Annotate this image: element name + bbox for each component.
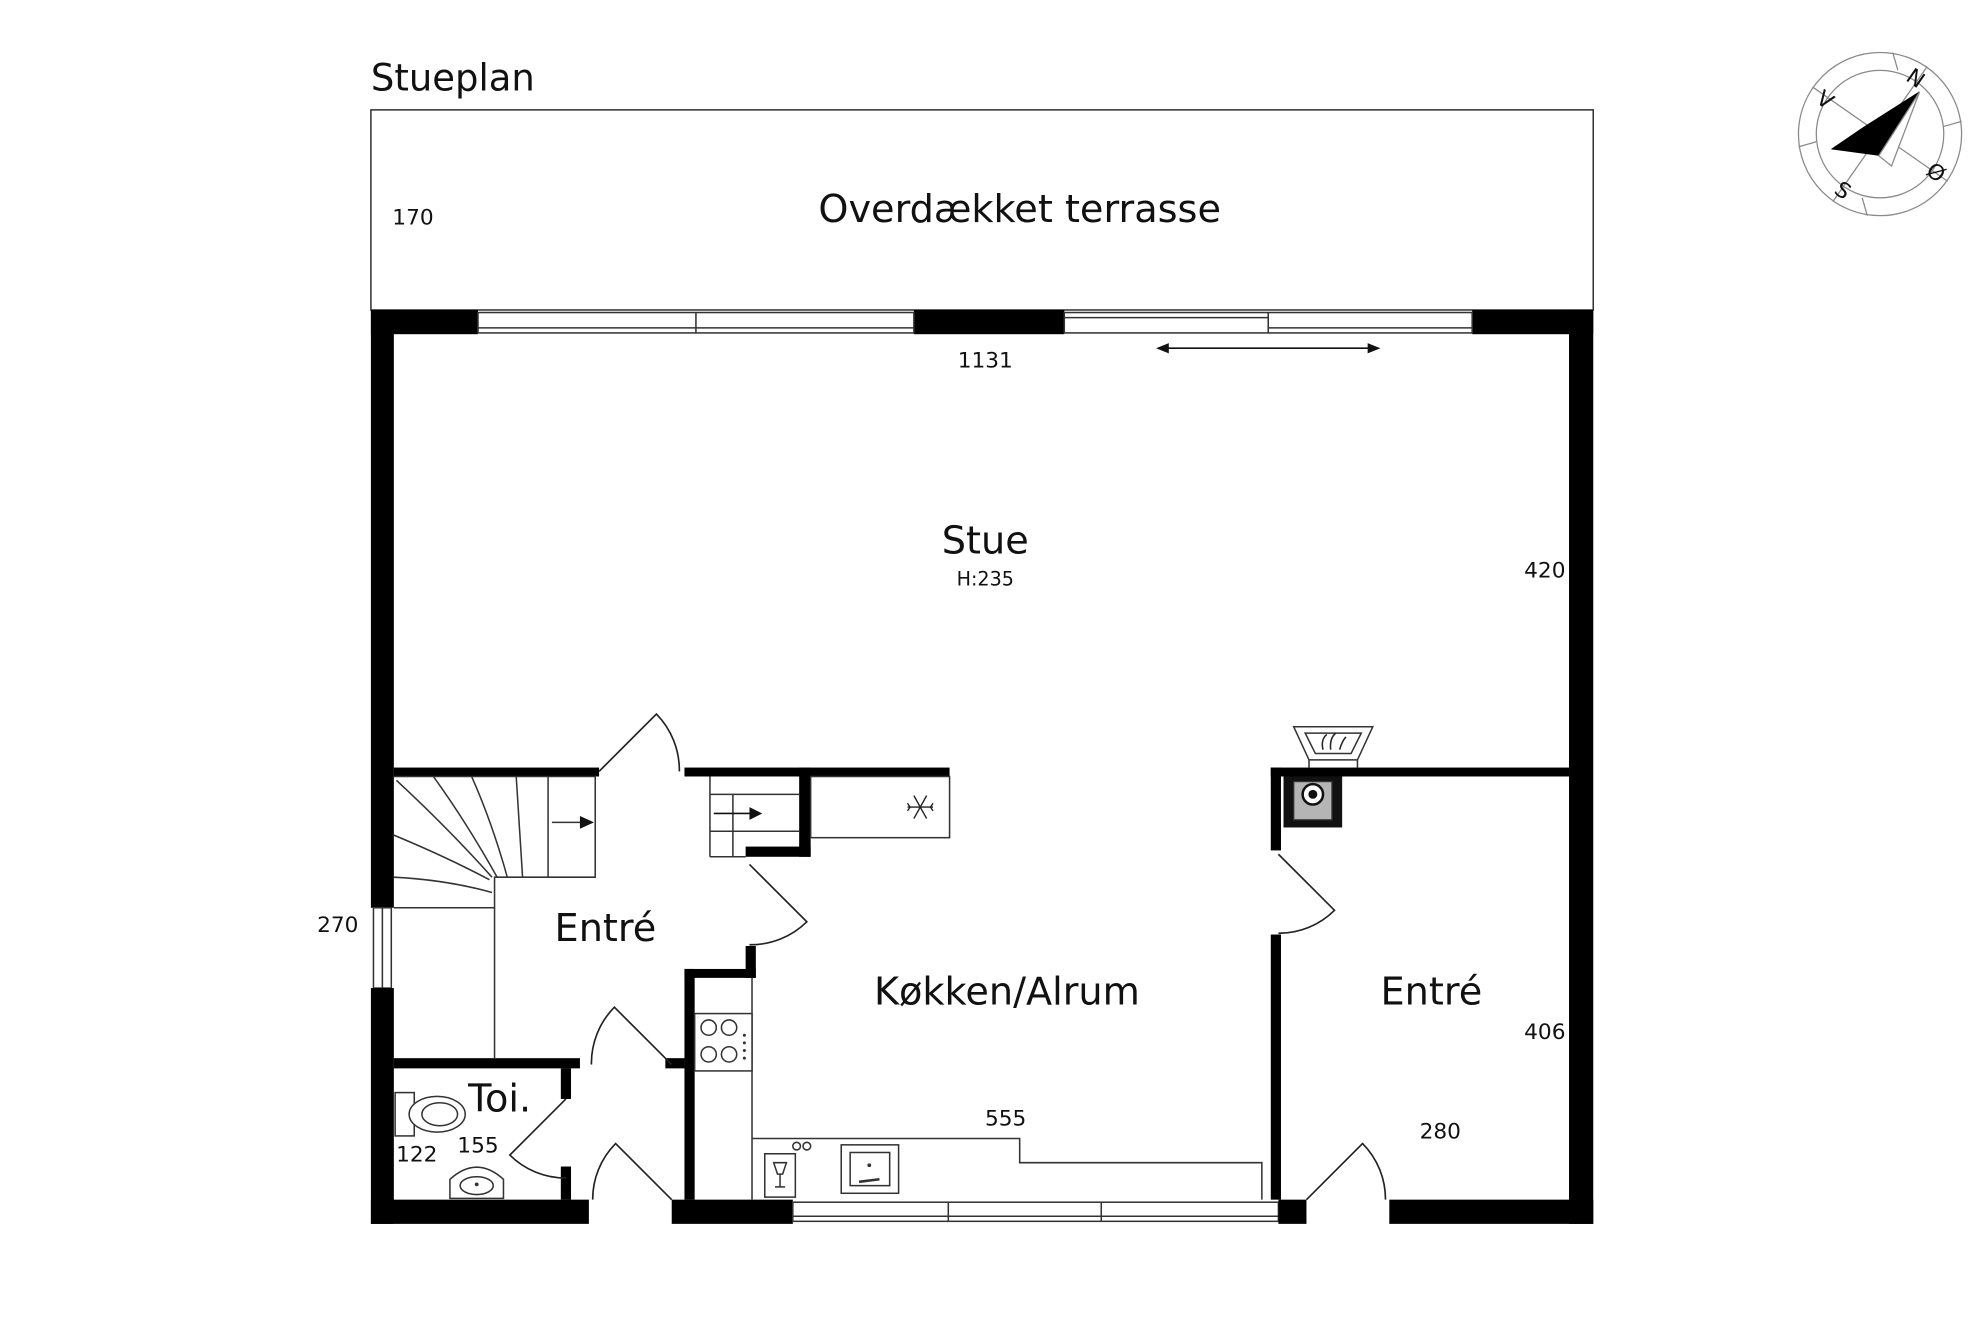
sink-icon [840,1144,900,1195]
wall-toilet-upper-jamb [560,1068,572,1099]
counter-bottom-edge [752,1137,1263,1200]
wall-left-upper [370,309,394,908]
washbasin-icon [449,1166,505,1200]
wall-kitchen-corner [684,968,756,978]
entrance-left-dimension: 270 [317,913,358,938]
toilet-icon [394,1091,466,1137]
living-label: Stue [942,519,1029,563]
wall-entre-right-top [1270,767,1570,777]
living-depth: 420 [1524,559,1565,584]
door-toilet [508,1098,567,1179]
wall-entre-stub [665,1058,685,1069]
compass-west: V [1811,86,1838,115]
plan-title: Stueplan [371,57,535,100]
terrace-dimension: 170 [392,206,433,231]
compass-icon: N Ø S V [1797,51,1963,217]
entrance-right-label: Entré [1380,971,1482,1015]
door-front-right [1305,1142,1387,1201]
window-left [372,907,393,989]
living-height: H:235 [957,567,1014,590]
door-entre-kitchen [748,863,808,946]
wall-bottom-middle-left [671,1199,793,1224]
wall-kitchen-left [684,968,695,1200]
wall-bottom-middle-right [1278,1199,1307,1224]
toilet-label: Toi. [467,1078,531,1122]
fireplace-icon [1292,726,1374,768]
window-bottom [792,1201,1280,1223]
terrace-label: Overdækket terrasse [818,188,1221,232]
kitchen-label: Køkken/Alrum [874,971,1140,1015]
wall-bottom-right [1389,1199,1594,1224]
wall-top-middle [913,309,1065,335]
entrance-right-depth: 406 [1524,1020,1565,1045]
door-entre-right [1277,853,1336,935]
wall-toilet-top [393,1058,580,1069]
wall-small-stair-right [799,767,811,857]
snowflake-icon [906,795,934,819]
sliding-door-top-right [1063,311,1473,334]
entrance-left-label: Entré [555,907,657,951]
wall-right [1569,309,1594,1224]
door-entre-hall [590,1006,673,1066]
wall-kitchen-jamb [745,946,756,978]
wall-entre-right-upper [1270,767,1281,851]
chimney-icon [1283,776,1343,828]
wall-left-lower [370,988,394,1224]
stairs-icon [393,775,597,1059]
entrance-right-width: 280 [1420,1119,1461,1144]
wall-kitchen-top [684,767,950,777]
toilet-width: 155 [457,1133,498,1158]
wall-stair-top [393,767,600,777]
window-top-left [477,311,915,334]
wall-toilet-lower-jamb [560,1166,572,1200]
double-arrow-icon [1156,343,1381,354]
stove-icon [693,1012,753,1072]
living-width: 1131 [958,348,1013,373]
toilet-depth: 122 [396,1142,437,1167]
wall-bottom-left [370,1199,589,1224]
door-front-left [591,1142,673,1201]
wall-entre-right-lower [1270,934,1281,1200]
dishwasher-icon [763,1141,812,1198]
door-stue-entre [598,712,681,772]
wall-small-stair-bottom [745,846,811,857]
small-stairs-icon [709,776,800,858]
kitchen-dimension: 555 [985,1107,1026,1132]
